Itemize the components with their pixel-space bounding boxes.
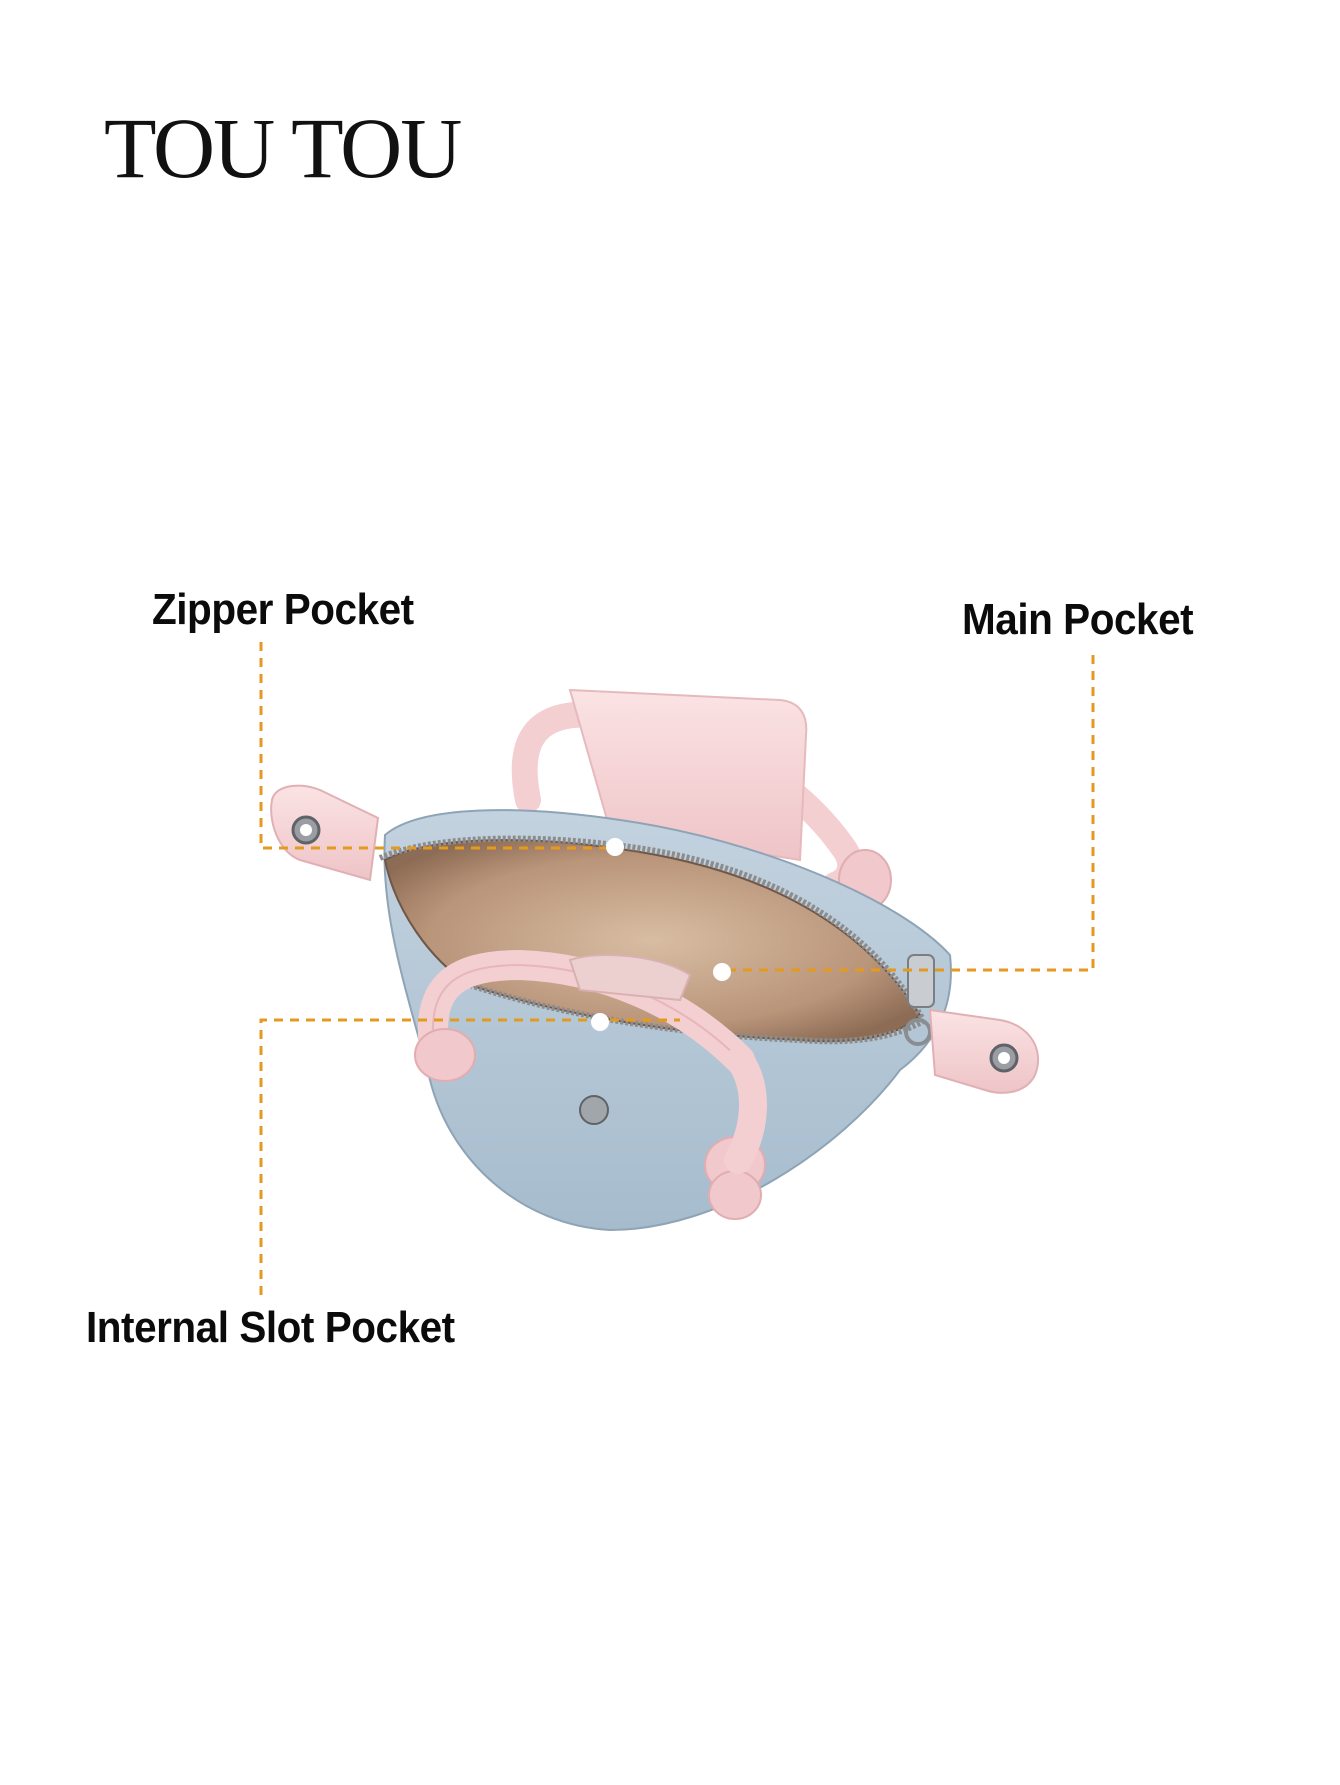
side-tab-left: [270, 784, 380, 882]
front-handle: [431, 963, 741, 1061]
snap-button: [579, 1095, 609, 1125]
front-knot: [414, 1028, 476, 1082]
callout-dot-main: [713, 963, 731, 981]
grommet-right: [998, 1052, 1010, 1064]
callout-lines: [259, 642, 1095, 1295]
slot-pocket: [568, 954, 692, 1002]
zipper-pull-ring: [904, 1018, 932, 1046]
zipper-pull: [907, 954, 935, 1008]
callout-label-internal-slot-pocket: Internal Slot Pocket: [86, 1303, 455, 1352]
brand-logo: TOU TOU: [104, 100, 462, 196]
bag-photo: [270, 688, 1040, 1232]
callout-label-main-pocket: Main Pocket: [962, 595, 1194, 644]
callout-line-main: [722, 655, 1095, 972]
callout-label-zipper-pocket: Zipper Pocket: [152, 585, 414, 634]
side-tab-right: [928, 1008, 1040, 1094]
front-knot: [708, 1170, 762, 1220]
zipper: [469, 982, 927, 1045]
callout-dot-slot: [591, 1013, 609, 1031]
callout-line-zipper: [259, 642, 612, 850]
callout-dot-zipper: [606, 838, 624, 856]
front-handle-drop: [724, 1046, 767, 1174]
grommet-left: [300, 824, 312, 836]
callout-line-slot: [259, 1018, 680, 1295]
